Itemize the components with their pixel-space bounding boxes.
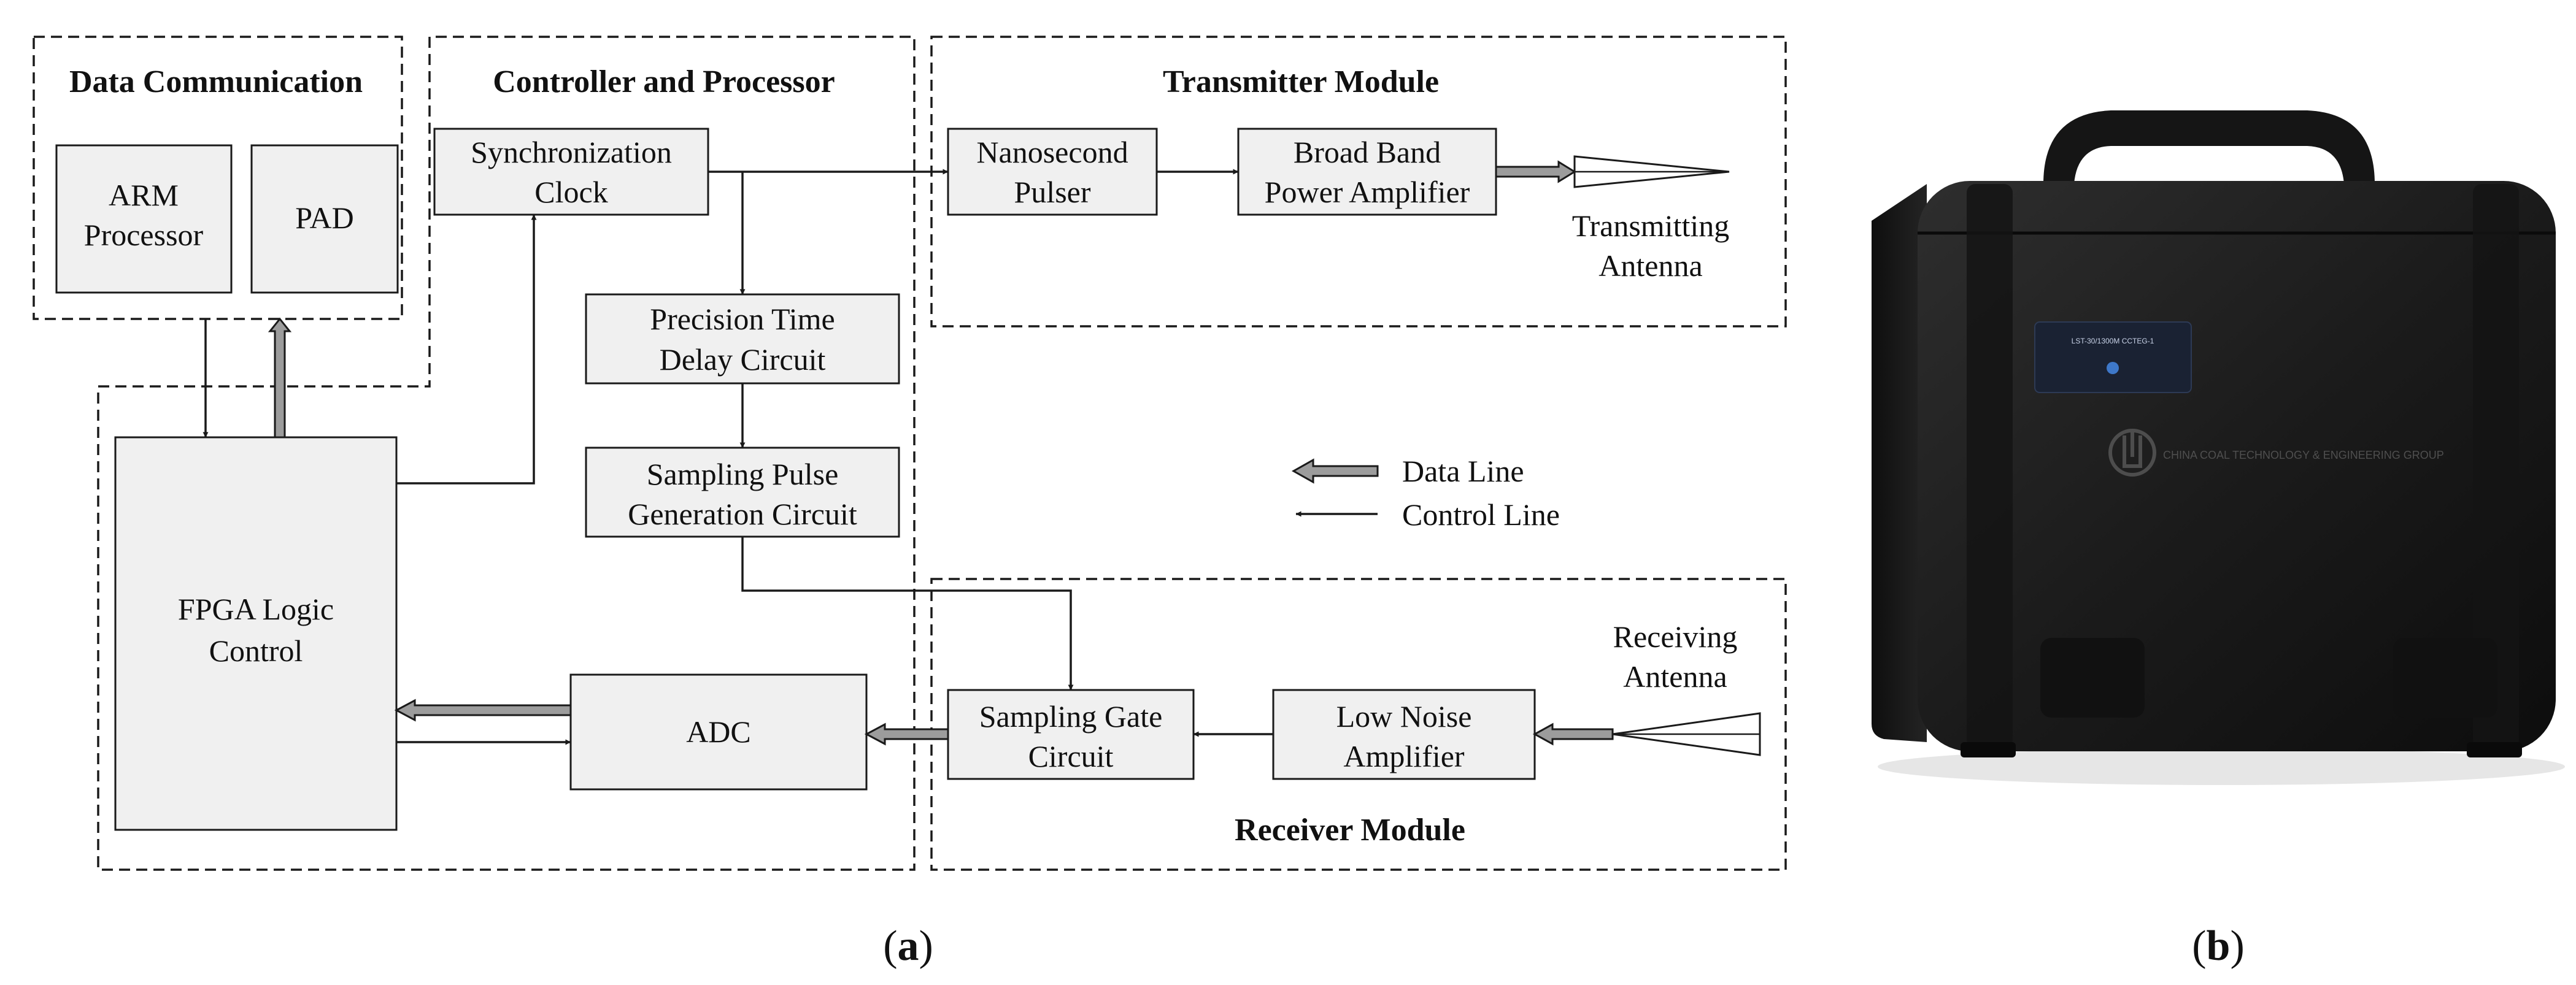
controller-processor-title: Controller and Processor — [493, 64, 835, 99]
sampling-pulse-generation-block: Sampling Pulse Generation Circuit — [585, 447, 900, 538]
broad-band-power-amplifier-block: Broad Band Power Amplifier — [1237, 128, 1497, 216]
product-label-text: LST-30/1300M CCTEG-1 — [2072, 337, 2154, 345]
product-label — [2034, 321, 2192, 393]
receiver-module — [930, 578, 1787, 871]
data-antenna-to-lna — [1532, 722, 1614, 746]
case-latch — [2393, 638, 2497, 718]
nanosecond-pulser-block: Nanosecond Pulser — [947, 128, 1158, 216]
data-communication-module — [33, 36, 403, 320]
svg-text:Amplifier: Amplifier — [1343, 739, 1465, 773]
data-amplifier-to-antenna — [1495, 160, 1576, 183]
transmitter-module-title: Transmitter Module — [1163, 64, 1439, 99]
svg-text:Generation Circuit: Generation Circuit — [628, 497, 857, 531]
svg-text:Sampling Gate: Sampling Gate — [979, 699, 1163, 734]
receiver-module-title: Receiver Module — [1235, 813, 1465, 848]
caption-b: (b) — [2192, 922, 2245, 970]
svg-text:Control: Control — [209, 634, 303, 668]
data-lines — [268, 160, 1614, 746]
control-sampling-pulse-to-gate — [741, 537, 1074, 691]
svg-text:PAD: PAD — [295, 201, 353, 235]
data-communication-title: Data Communication — [69, 64, 363, 99]
svg-text:ARM: ARM — [109, 178, 179, 212]
brand-text: CHINA COAL TECHNOLOGY & ENGINEERING GROU… — [2163, 449, 2444, 461]
svg-text:ADC: ADC — [686, 715, 751, 749]
data-gate-to-adc — [864, 722, 949, 746]
svg-text:Delay Circuit: Delay Circuit — [660, 342, 826, 377]
receiving-antenna-label: Receiving — [1613, 619, 1738, 654]
svg-text:Synchronization: Synchronization — [471, 135, 672, 169]
data-adc-to-fpga — [394, 699, 572, 722]
fpga-region-border — [97, 36, 916, 871]
transmitter-module — [930, 36, 1787, 328]
device-photo: LST-30/1300M CCTEG-1 CHINA COAL TECHNOLO… — [1872, 110, 2565, 785]
transmitting-antenna: Transmitting Antenna — [1572, 155, 1730, 283]
legend-control-line-label: Control Line — [1402, 497, 1560, 532]
case-latch — [2040, 638, 2145, 718]
arm-processor-block: ARM Processor — [55, 144, 233, 294]
brand-emblem-icon — [2108, 429, 2156, 477]
product-label-logo — [2107, 362, 2119, 374]
precision-time-delay-block: Precision Time Delay Circuit — [585, 293, 900, 385]
svg-text:Clock: Clock — [534, 175, 607, 209]
case-side — [1872, 184, 1927, 742]
svg-text:Power Amplifier: Power Amplifier — [1265, 175, 1470, 209]
synchronization-clock-block: Synchronization Clock — [433, 128, 709, 216]
data-fpga-to-pad — [268, 317, 292, 439]
control-lines — [202, 169, 1273, 745]
receiving-antenna-label: Antenna — [1623, 659, 1727, 694]
svg-text:Circuit: Circuit — [1028, 739, 1114, 773]
svg-text:Precision Time: Precision Time — [650, 302, 835, 336]
transmitting-antenna-label: Transmitting — [1572, 209, 1730, 243]
legend-data-line-swatch — [1291, 458, 1379, 484]
pad-block: PAD — [250, 144, 399, 294]
svg-text:FPGA Logic: FPGA Logic — [178, 592, 334, 626]
transmitting-antenna-label: Antenna — [1598, 248, 1702, 283]
legend: Data Line Control Line — [1291, 454, 1560, 532]
control-fpga-to-sync-clock — [396, 214, 537, 485]
svg-text:Broad Band: Broad Band — [1294, 135, 1441, 169]
svg-text:Low Noise: Low Noise — [1336, 699, 1472, 734]
svg-text:Pulser: Pulser — [1014, 175, 1091, 209]
low-noise-amplifier-block: Low Noise Amplifier — [1272, 689, 1536, 780]
svg-text:Processor: Processor — [84, 218, 204, 252]
receiving-antenna: Receiving Antenna — [1612, 619, 1761, 756]
fpga-logic-control-block: FPGA Logic Control — [114, 436, 398, 831]
adc-block: ADC — [569, 673, 868, 791]
caption-a: (a) — [883, 922, 933, 970]
sampling-gate-circuit-block: Sampling Gate Circuit — [947, 689, 1195, 780]
svg-text:Nanosecond: Nanosecond — [976, 135, 1128, 169]
legend-data-line-label: Data Line — [1402, 454, 1524, 488]
case-handle — [2043, 110, 2375, 184]
svg-text:Sampling Pulse: Sampling Pulse — [647, 457, 839, 491]
